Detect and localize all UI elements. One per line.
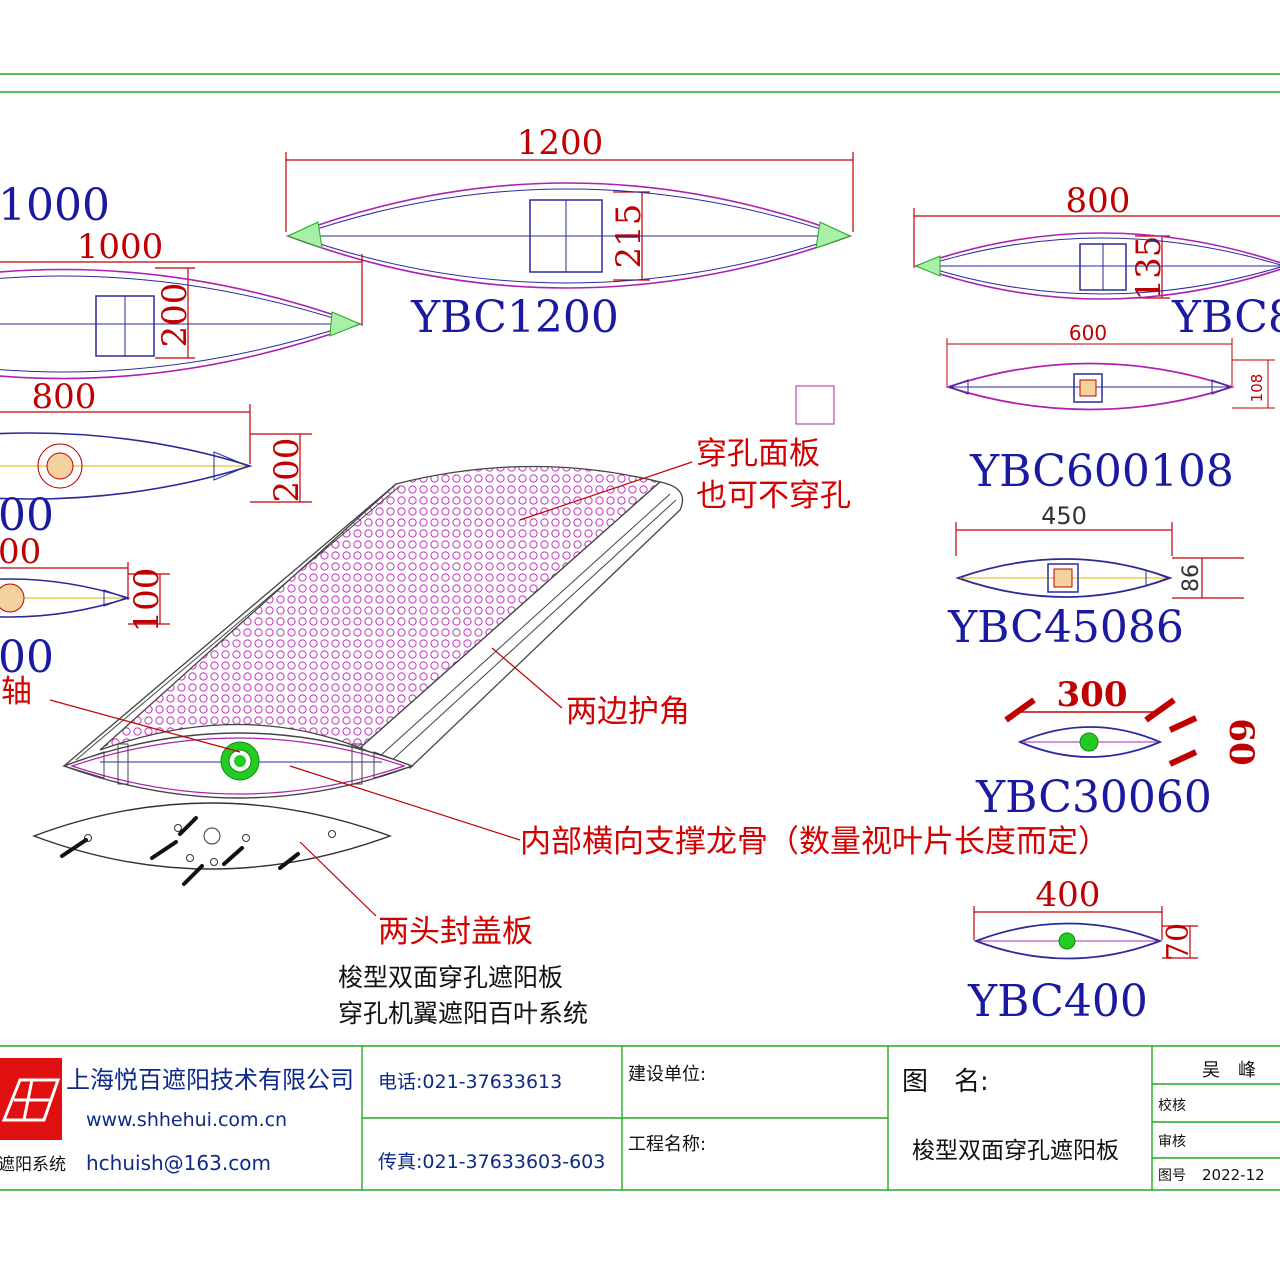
drawing-number: 2022-12: [1202, 1166, 1265, 1184]
company-logo: [0, 1058, 62, 1140]
annotation-inner-keel: 内部横向支撑龙骨（数量视叶片长度而定）: [520, 824, 1109, 860]
drawing-number-label: 图号: [1158, 1168, 1186, 1184]
annotation-perforated-panel-2: 也可不穿孔: [696, 478, 851, 514]
ybc1000-width-label: 1000: [77, 227, 164, 267]
logo-text: 遮阳系统: [0, 1155, 66, 1175]
annotation-perforated-panel-1: 穿孔面板: [696, 436, 820, 472]
ybc45086-model-label: YBC45086: [947, 602, 1184, 653]
left400-model-label: 00: [0, 632, 54, 683]
annotation-center-axis: 中轴: [0, 674, 32, 710]
annotation-edge-corners: 两边护角: [566, 694, 690, 730]
caption-line-1: 梭型双面穿孔遮阳板: [338, 963, 563, 992]
caption-line-2: 穿孔机翼遮阳百叶系统: [338, 999, 588, 1028]
ybc400-width-label: 400: [1036, 875, 1101, 915]
profile-ybc800: 800 135 YBC8: [913, 181, 1280, 343]
ybc30060-height-label: 60: [1221, 718, 1261, 765]
profile-left-400: 00 100 00: [0, 532, 170, 683]
ybc30060-width-label: 300: [1057, 675, 1128, 715]
phone-number: 电话:021-37633613: [378, 1071, 562, 1093]
profile-ybc400: 400 70 YBC400: [967, 875, 1198, 1027]
ybc45086-width-label: 450: [1041, 502, 1087, 530]
ybc600108-model-label: YBC600108: [969, 446, 1234, 497]
company-email: hchuish@163.com: [86, 1151, 271, 1175]
left800-model-label: 00: [0, 490, 54, 541]
perforation-detail-icon: [795, 385, 835, 425]
end-cap-plate: [32, 802, 393, 886]
left800-height-label: 200: [267, 438, 307, 503]
drawing-name: 梭型双面穿孔遮阳板: [912, 1138, 1119, 1164]
review-label: 审核: [1158, 1134, 1186, 1150]
perforated-blade-3d: [61, 465, 684, 799]
check-label: 校核: [1158, 1097, 1186, 1114]
ybc1200-width-label: 1200: [517, 123, 604, 163]
ybc400-model-label: YBC400: [967, 976, 1148, 1027]
drawing-name-label: 图 名:: [902, 1067, 989, 1097]
fax-number: 传真:021-37633603-603: [378, 1151, 605, 1173]
title-block: 遮阳系统 上海悦百遮阳技术有限公司 www.shhehui.com.cn hch…: [0, 1045, 1280, 1191]
profile-ybc45086: 450 86 YBC45086: [947, 502, 1244, 653]
ybc800-height-label: 135: [1129, 236, 1169, 301]
ybc600108-height-label: 108: [1248, 374, 1266, 403]
left400-width-label: 00: [0, 532, 41, 572]
company-website: www.shhehui.com.cn: [86, 1109, 287, 1131]
annotation-end-caps: 两头封盖板: [378, 914, 533, 950]
profile-left-800: 800 200 00: [0, 377, 312, 541]
left400-height-label: 100: [127, 568, 167, 633]
frame-lines: [0, 73, 1280, 93]
client-label: 建设单位:: [628, 1064, 706, 1085]
ybc1200-model-label: YBC1200: [410, 292, 619, 343]
ybc1000-height-label: 200: [155, 283, 195, 348]
profile-ybc1000: 1000 1000 200: [0, 180, 363, 380]
designer-name: 吴 峰: [1202, 1060, 1256, 1081]
profile-ybc600108: 600 108 YBC600108: [945, 321, 1275, 497]
ybc1000-model-label: 1000: [0, 180, 110, 231]
company-name: 上海悦百遮阳技术有限公司: [66, 1066, 354, 1094]
project-label: 工程名称:: [628, 1134, 706, 1155]
ybc400-height-label: 70: [1161, 923, 1196, 961]
leader-lines: [49, 461, 693, 917]
ybc800-model-label: YBC8: [1171, 292, 1280, 343]
ybc600108-width-label: 600: [1069, 321, 1107, 345]
profile-ybc30060: 300 60 YBC30060: [975, 675, 1261, 823]
ybc30060-model-label: YBC30060: [975, 772, 1212, 823]
ybc800-width-label: 800: [1066, 181, 1131, 221]
ybc45086-height-label: 86: [1179, 564, 1204, 592]
left800-width-label: 800: [32, 377, 97, 417]
profile-ybc1200: 1200 215 YBC1200: [285, 123, 854, 343]
